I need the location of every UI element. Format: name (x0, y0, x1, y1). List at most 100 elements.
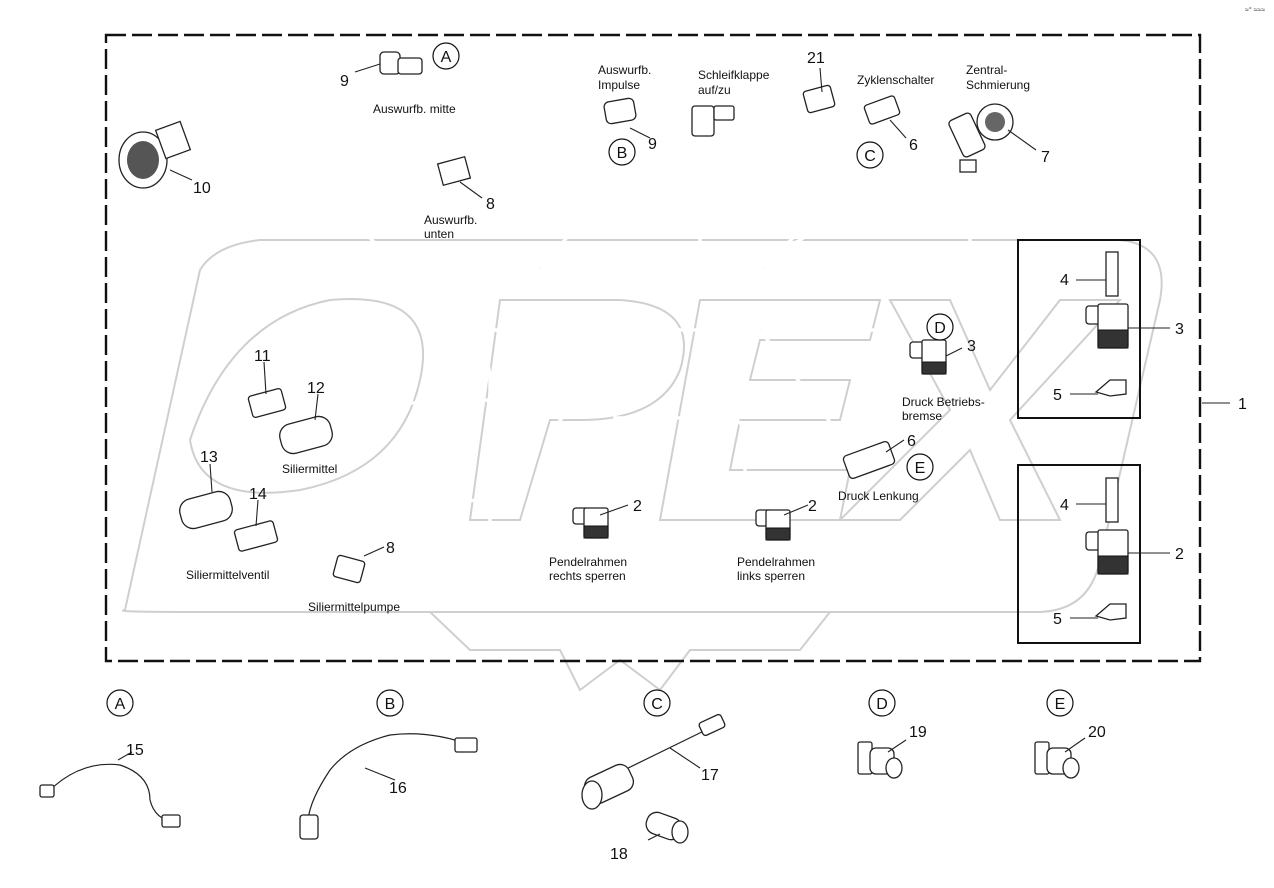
connector-9-impulse (603, 97, 637, 125)
connector-14 (233, 520, 279, 552)
label-auswurfb-unten-1: Auswurfb. (424, 213, 477, 227)
cable-15 (39, 763, 181, 828)
callout-a-main: A (432, 42, 460, 70)
part-number: 8 (386, 540, 395, 557)
part-number: 8 (486, 196, 495, 213)
label-auswurfb-impulse-2: Impulse (598, 78, 640, 92)
plug-19 (857, 741, 903, 779)
part-number: 5 (1053, 611, 1062, 628)
part-number: 2 (1175, 546, 1184, 563)
sensor-box-lower (1017, 464, 1141, 644)
part-number: 5 (1053, 387, 1062, 404)
sensor-box-upper (1017, 239, 1141, 419)
connector-11 (247, 387, 287, 419)
part-numbers: 9 9 21 6 7 10 8 3 6 2 2 11 12 13 14 8 4 … (126, 50, 1247, 863)
part-number: 12 (307, 380, 325, 397)
part-number: 6 (909, 137, 918, 154)
corner-mark: ≈° ≈≈≈ (1245, 6, 1265, 14)
part-number: 16 (389, 780, 407, 797)
harness-frame (104, 33, 1202, 663)
connector-6-lenkung (842, 440, 896, 480)
label-druck-betriebs-1: Druck Betriebs- (902, 395, 985, 409)
svg-text:A: A (115, 696, 126, 713)
connector-schleifklappe (691, 105, 735, 137)
part-number: 2 (633, 498, 642, 515)
label-druck-betriebs-2: bremse (902, 409, 942, 423)
cable-16 (299, 733, 478, 840)
label-schleifklappe-2: auf/zu (698, 83, 731, 97)
callout-d-detail: D (868, 689, 896, 717)
part-number: 20 (1088, 724, 1106, 741)
connector-8-top (436, 155, 472, 187)
connector-6-zyklen (863, 95, 901, 125)
connector-8-pumpe (332, 554, 366, 584)
label-zentral-2: Schmierung (966, 78, 1030, 92)
part-number: 2 (808, 498, 817, 515)
part-number: 9 (340, 73, 349, 90)
svg-text:B: B (617, 145, 628, 162)
part-number: 18 (610, 846, 628, 863)
svg-text:C: C (651, 696, 663, 713)
part-number: 11 (254, 348, 271, 365)
connector-7 (948, 103, 1014, 173)
sensor-3-druck (909, 339, 947, 375)
callout-c-detail: C (643, 689, 671, 717)
label-auswurfb-unten-2: unten (424, 227, 454, 241)
part-number: 4 (1060, 272, 1069, 289)
part-number: 3 (967, 338, 976, 355)
callout-a-detail: A (106, 689, 134, 717)
callout-e-main: E (906, 453, 934, 481)
svg-text:D: D (876, 696, 888, 713)
callout-e-detail: E (1046, 689, 1074, 717)
label-schleifklappe-1: Schleifklappe (698, 68, 770, 82)
part-number: 17 (701, 767, 719, 784)
connector-10 (118, 120, 192, 189)
sensor-set-lower (1085, 477, 1129, 621)
watermark-logo (122, 239, 1163, 692)
label-auswurfb-mitte: Auswurfb. mitte (373, 102, 456, 116)
label-siliermittel: Siliermittel (282, 462, 337, 476)
connector-12 (279, 415, 333, 455)
part-number: 3 (1175, 321, 1184, 338)
connector-13 (179, 490, 233, 530)
label-pendel-links-1: Pendelrahmen (737, 555, 815, 569)
connector-9-top (379, 51, 423, 75)
callout-d-main: D (926, 313, 954, 341)
sensor-2-rechts (572, 507, 609, 539)
label-zentral-1: Zentral- (966, 63, 1007, 77)
svg-text:C: C (864, 148, 876, 165)
part-number: 4 (1060, 497, 1069, 514)
label-pendel-links-2: links sperren (737, 569, 805, 583)
part-number: 6 (907, 433, 916, 450)
label-siliermittelventil: Siliermittelventil (186, 568, 269, 582)
part-number: 19 (909, 724, 927, 741)
label-zyklenschalter: Zyklenschalter (857, 73, 934, 87)
connector-21 (802, 84, 836, 114)
callout-b-detail: B (376, 689, 404, 717)
part-number: 7 (1041, 149, 1050, 166)
label-pendel-rechts-1: Pendelrahmen (549, 555, 627, 569)
label-pendel-rechts-2: rechts sperren (549, 569, 626, 583)
cable-17 (581, 713, 726, 810)
part-number: 10 (193, 180, 211, 197)
label-siliermittelpumpe: Siliermittelpumpe (308, 600, 400, 614)
label-auswurfb-impulse-1: Auswurfb. (598, 63, 651, 77)
sensor-2-links (755, 509, 791, 541)
sensor-set-upper (1085, 251, 1129, 397)
part-number: 21 (807, 50, 825, 67)
svg-text:E: E (1055, 696, 1066, 713)
leader-lines (117, 63, 1230, 841)
plug-20 (1034, 741, 1080, 779)
callout-b-main: B (608, 138, 636, 166)
part-number: 1 (1238, 396, 1247, 413)
plug-18 (645, 811, 689, 844)
part-number: 15 (126, 742, 144, 759)
callout-c-main: C (856, 141, 884, 169)
label-druck-lenkung: Druck Lenkung (838, 489, 919, 503)
svg-text:A: A (441, 49, 452, 66)
svg-text:D: D (934, 320, 946, 337)
part-number: 14 (249, 486, 267, 503)
svg-text:B: B (385, 696, 396, 713)
svg-text:E: E (915, 460, 926, 477)
